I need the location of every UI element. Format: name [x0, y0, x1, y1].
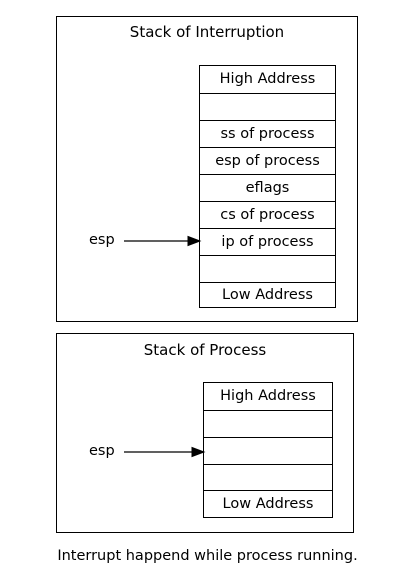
interrupt-stack-title: Stack of Interruption	[129, 23, 285, 41]
diagram-caption: Interrupt happend while process running.	[57, 548, 358, 564]
process-stack-cell	[204, 437, 332, 464]
interrupt-stack-cell: High Address	[219, 71, 316, 87]
interrupt-stack-cell: esp of process	[200, 147, 335, 174]
interrupt-stack-record: High Address ss of process esp of proces…	[199, 65, 336, 308]
process-stack-cell: Low Address	[204, 490, 332, 517]
process-stack-cell	[204, 410, 332, 437]
process-stack-record: High Address Low Address	[203, 382, 333, 518]
process-stack-cell: High Address	[220, 388, 316, 404]
interrupt-esp-label: esp	[89, 232, 115, 248]
interrupt-stack-cell: ss of process	[200, 120, 335, 147]
process-stack-cell	[204, 464, 332, 490]
interrupt-stack-cell	[200, 255, 335, 282]
process-stack-title: Stack of Process	[143, 341, 267, 359]
interrupt-stack-cell: eflags	[200, 174, 335, 201]
interrupt-stack-cell: ip of process	[200, 228, 335, 255]
interrupt-stack-cell: cs of process	[200, 201, 335, 228]
interrupt-stack-cell	[200, 93, 335, 120]
interrupt-stack-cell: Low Address	[200, 282, 335, 307]
process-esp-label: esp	[89, 443, 115, 459]
